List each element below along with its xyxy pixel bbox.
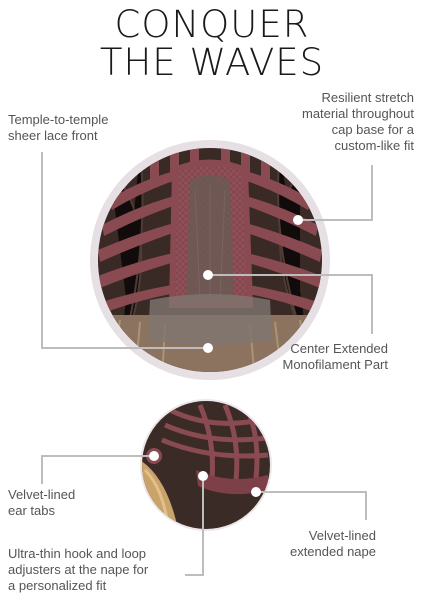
- callout-text: Center Extended: [290, 341, 388, 356]
- cap-nape-view: [140, 399, 272, 531]
- callout-hook-loop-adjusters: Ultra-thin hook and loop adjusters at th…: [8, 546, 148, 594]
- callout-text: extended nape: [289, 544, 376, 559]
- callout-text: Temple-to-temple: [8, 112, 109, 127]
- callout-text: custom-like fit: [334, 138, 414, 153]
- callout-text: a personalized fit: [8, 578, 107, 593]
- callout-text: sheer lace front: [8, 128, 98, 143]
- callout-stretch-material: Resilient stretch material throughout ca…: [302, 90, 414, 154]
- callout-ear-tabs: Velvet-lined ear tabs: [8, 487, 75, 519]
- title-line-1: CONQUER: [114, 3, 310, 46]
- callout-lace-front: Temple-to-temple sheer lace front: [8, 112, 108, 144]
- callout-monofilament-part: Center Extended Monofilament Part: [283, 341, 389, 373]
- callout-text: Ultra-thin hook and loop: [8, 546, 147, 561]
- title-line-2: THE WAVES: [99, 41, 325, 84]
- callout-text: Monofilament Part: [282, 357, 389, 372]
- callout-text: Velvet-lined: [8, 487, 76, 502]
- callout-dots: [149, 215, 303, 497]
- cap-top-view: [90, 140, 330, 380]
- callout-text: cap base for a: [331, 122, 414, 137]
- callout-extended-nape: Velvet-lined extended nape: [290, 528, 376, 560]
- callout-text: adjusters at the nape for: [8, 562, 149, 577]
- leader-lines: [41, 152, 373, 576]
- callout-text: material throughout: [301, 106, 414, 121]
- callout-text: Resilient stretch: [321, 90, 414, 105]
- callout-text: Velvet-lined: [308, 528, 376, 543]
- callout-text: ear tabs: [8, 503, 55, 518]
